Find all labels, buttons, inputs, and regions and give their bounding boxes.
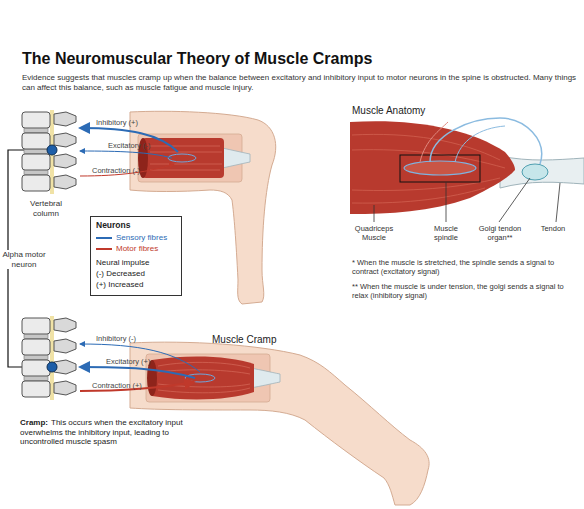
disc	[24, 129, 48, 133]
spinal-cord	[50, 316, 54, 400]
tendon	[250, 368, 280, 388]
legend-row: Motor fibres	[96, 244, 180, 254]
signal-label: Inhibitory (-)	[96, 334, 176, 343]
diagram-title: The Neuromuscular Theory of Muscle Cramp…	[22, 49, 562, 68]
disc	[24, 171, 48, 175]
neuron-dot	[47, 362, 57, 372]
leader-line	[374, 178, 560, 222]
cutaway-window	[146, 354, 270, 402]
vertebra	[22, 318, 76, 334]
part-label: Quadriceps Muscle	[348, 224, 400, 242]
muscle-fibres	[352, 134, 505, 203]
muscle-spindle	[168, 154, 196, 162]
footnote: ** When the muscle is under tension, the…	[352, 282, 580, 300]
legend-line-sample	[96, 248, 112, 250]
vertebra	[22, 112, 76, 128]
legend-text: Motor fibres	[116, 244, 158, 253]
section-heading: Muscle Anatomy	[352, 105, 482, 117]
part-label: Tendon	[530, 224, 576, 233]
signal-label: Inhibitory (+)	[96, 118, 176, 127]
footnote: * When the muscle is stretched, the spin…	[352, 258, 580, 276]
part-label: Alpha motor neuron	[0, 250, 48, 269]
disc	[24, 335, 48, 339]
legend-box: NeuronsNeural impulse(-) Decreased(+) In…	[90, 216, 182, 296]
box-text: (-) Decreased	[96, 269, 180, 279]
part-label: Vertebral column	[18, 199, 74, 218]
highlight-box	[400, 155, 480, 182]
vertebra	[22, 339, 76, 355]
motor-fibre	[80, 382, 194, 391]
disc	[24, 377, 48, 381]
disc	[24, 150, 48, 154]
vertebra	[22, 154, 76, 170]
quadriceps-muscle	[350, 121, 515, 214]
legend-line-sample	[96, 237, 112, 239]
muscle-fibres	[158, 362, 250, 392]
legend-text: Sensory fibres	[116, 233, 167, 242]
vertebra	[22, 381, 76, 397]
muscle-spindle	[185, 374, 215, 382]
tendon	[222, 148, 250, 168]
vertebra	[22, 175, 76, 191]
muscle	[152, 357, 254, 400]
golgi-tendon-organ	[522, 164, 548, 180]
vertebral-column	[22, 110, 76, 194]
cramp-note: Cramp:This occurs when the excitatory in…	[20, 418, 212, 447]
motor-nerve	[420, 122, 448, 162]
legend-row: Sensory fibres	[96, 233, 180, 243]
muscle-spindle	[404, 161, 476, 175]
signal-label: Excitatory (-)	[108, 141, 188, 150]
signal-label: Contraction (+)	[92, 381, 172, 390]
signal-label: Contraction (-)	[92, 166, 172, 175]
section-heading: Muscle Cramp	[212, 334, 312, 346]
sensory-nerve	[455, 126, 505, 162]
sensory-fibre	[80, 367, 195, 378]
part-label: Golgi tendon organ**	[474, 224, 526, 242]
vertebra	[22, 360, 76, 376]
muscle	[142, 138, 224, 178]
part-label: Muscle spindle	[422, 224, 470, 242]
box-text: (+) Increased	[96, 280, 180, 290]
note-heading: Cramp:	[20, 418, 48, 427]
muscle-fibres	[150, 146, 222, 170]
sensory-fibre	[80, 151, 172, 158]
box-heading: Neurons	[96, 220, 180, 230]
box-text: Neural impulse	[96, 258, 180, 268]
motor-fibre	[80, 164, 174, 176]
sensory-nerve	[430, 118, 542, 164]
vertebral-column	[22, 316, 76, 400]
signal-label: Excitatory (+)	[106, 357, 186, 366]
neuron-dot	[47, 145, 57, 155]
intro-text: Evidence suggests that muscles cramp up …	[22, 73, 584, 92]
disc	[24, 356, 48, 360]
